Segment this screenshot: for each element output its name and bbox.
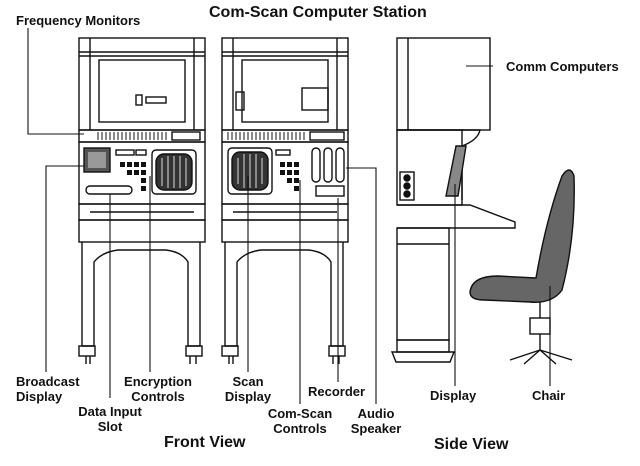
label-broadcast-display: Broadcast Display [16,374,80,404]
diagram-title: Com-Scan Computer Station [209,4,427,21]
label-display: Display [430,388,477,403]
left-front-unit [78,37,206,364]
leader-lines [27,28,551,404]
chair [469,169,575,365]
side-view-caption: Side View [434,436,509,453]
front-view-caption: Front View [164,434,246,451]
right-front-unit [221,37,349,364]
label-comm-computers: Comm Computers [506,59,619,74]
label-scan-display: Scan Display [224,374,272,404]
label-data-input-slot: Data Input Slot [78,404,142,434]
label-frequency-monitors: Frequency Monitors [16,13,141,28]
label-audio-speaker: Audio Speaker [350,406,402,436]
label-chair: Chair [532,388,566,403]
label-encryption-controls: Encryption Controls [124,374,192,404]
label-recorder: Recorder [308,384,366,399]
label-com-scan-controls: Com-Scan Controls [267,406,333,436]
side-unit [390,37,516,363]
